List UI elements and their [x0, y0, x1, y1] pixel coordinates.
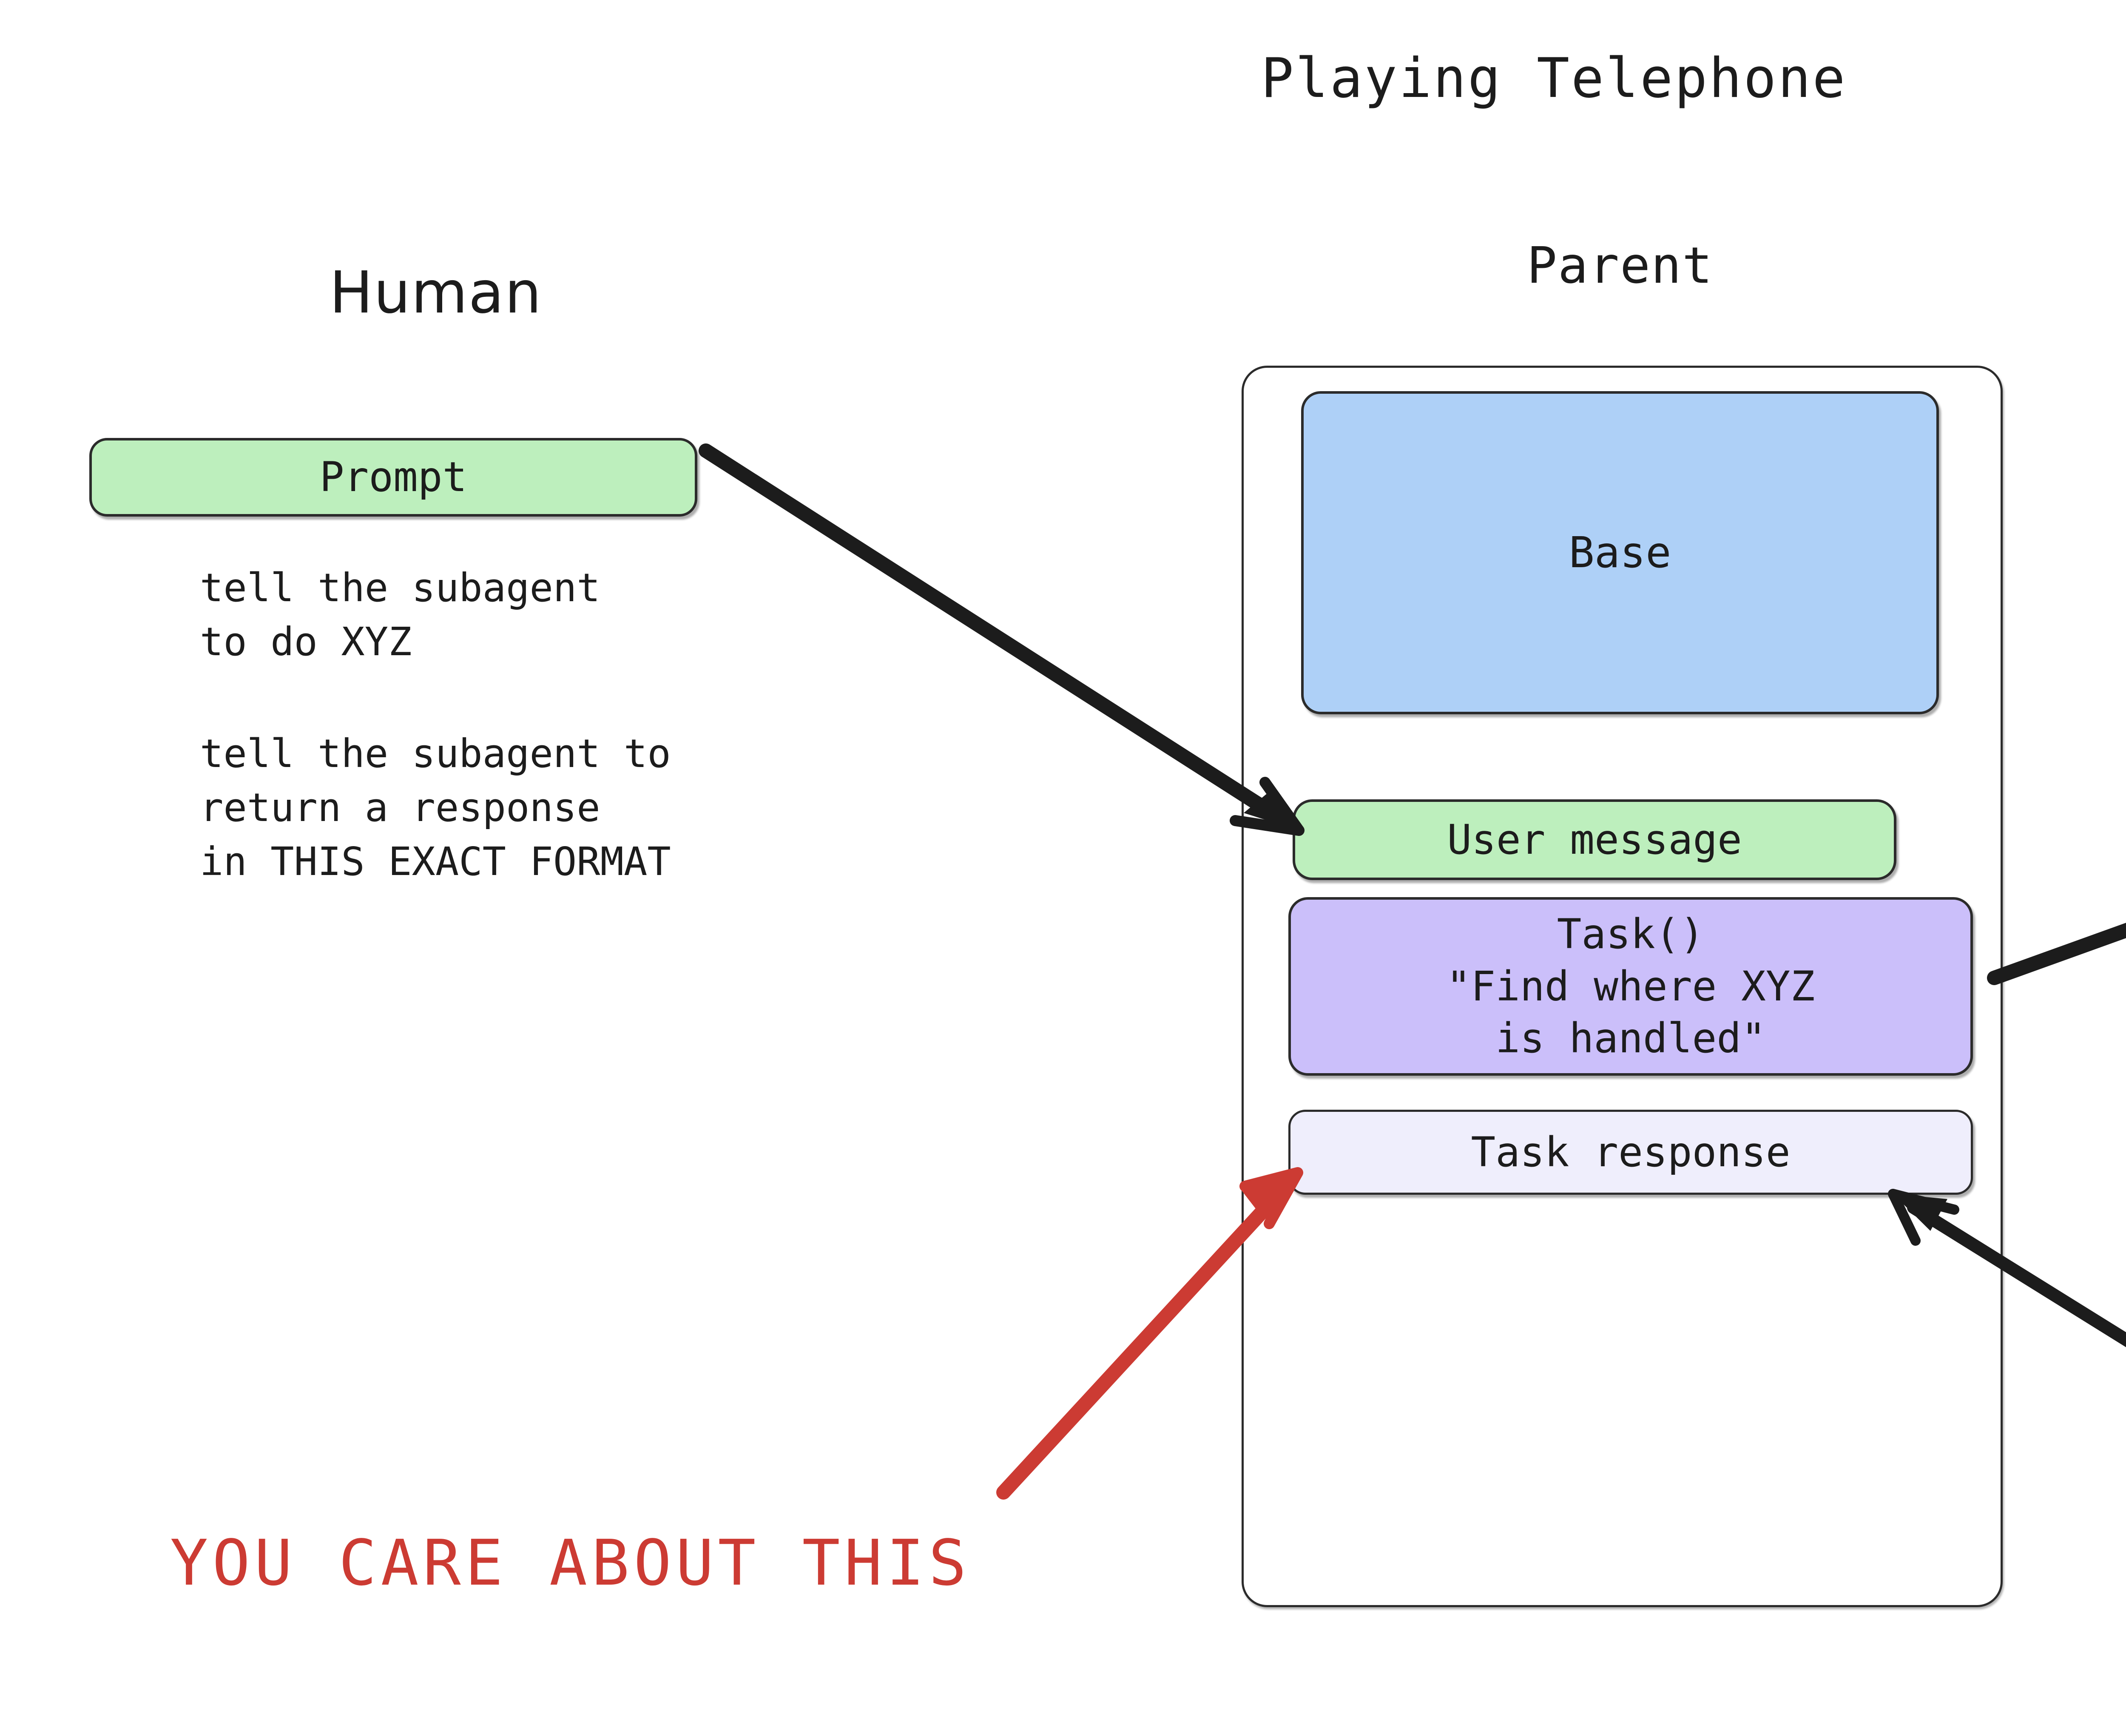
arrow-parent-task-to-child-user [1987, 923, 2126, 985]
parent-task-response-block[interactable]: Task response [1288, 1110, 1973, 1195]
column-title-human: Human [329, 259, 543, 327]
page-title: Playing Telephone [1261, 47, 1847, 110]
parent-task-call-block[interactable]: Task() "Find where XYZ is handled" [1288, 897, 1973, 1076]
column-title-parent: Parent [1526, 236, 1714, 295]
parent-base-block[interactable]: Base [1301, 391, 1939, 714]
human-note-do-xyz: tell the subagent to do XYZ [200, 565, 600, 665]
human-note-exact-format: tell the subagent to return a response i… [200, 731, 671, 884]
arrow-prompt-to-parent-user [699, 443, 1305, 836]
callout-text: YOU CARE ABOUT THIS [170, 1526, 971, 1600]
parent-user-message-block[interactable]: User message [1293, 799, 1896, 880]
prompt-chip[interactable]: Prompt [89, 438, 697, 517]
